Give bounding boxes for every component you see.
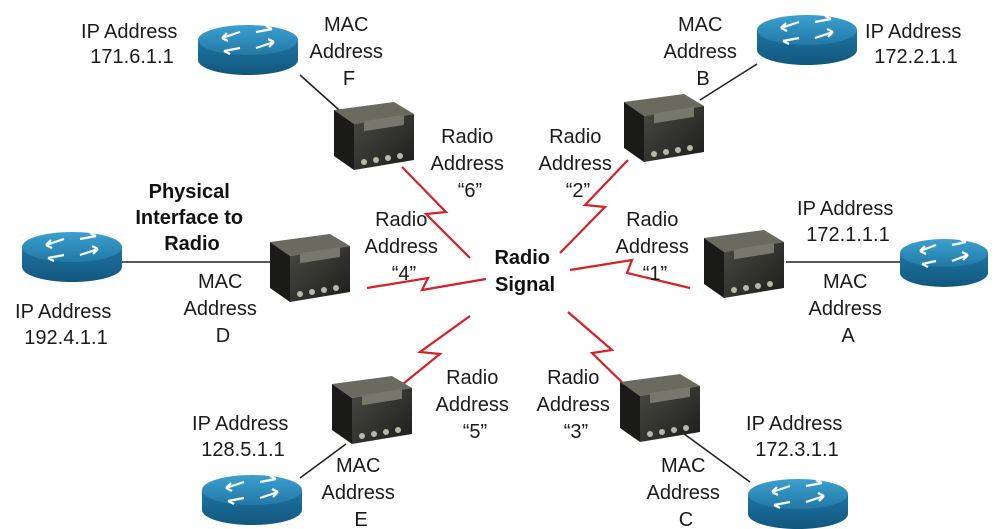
- mac-address-label-E: MAC Address E: [322, 455, 401, 529]
- router-icon: [198, 25, 298, 75]
- ip-address-label-B: IP Address 172.2.1.1: [865, 21, 967, 68]
- radio-unit-icon: [332, 376, 412, 444]
- mac-address-label-A: MAC Address A: [809, 271, 888, 347]
- ip-address-label-E: IP Address 128.5.1.1: [192, 413, 294, 461]
- radio-unit-icon: [334, 102, 414, 170]
- physical-interface-label: Physical Interface to Radio: [135, 181, 248, 255]
- router-icon: [757, 15, 857, 65]
- wires: [122, 63, 902, 483]
- radio-address-label-5: Radio Address “5”: [436, 367, 515, 443]
- mac-address-label-F: MAC Address F: [310, 14, 389, 90]
- ip-address-label-A: IP Address 172.1.1.1: [797, 198, 899, 246]
- radio-signals: [366, 159, 691, 394]
- signal-line-3: [567, 311, 634, 394]
- radio-unit-icon: [620, 374, 700, 442]
- radio-address-label-4: Radio Address “4”: [365, 209, 444, 285]
- ip-address-label-D: IP Address 192.4.1.1: [15, 301, 117, 349]
- radio-signal-label: Radio Signal: [494, 247, 555, 296]
- radio-address-label-3: Radio Address “3”: [537, 367, 616, 443]
- radio-unit-icon: [624, 94, 704, 162]
- mac-address-label-D: MAC Address D: [184, 271, 263, 347]
- signal-line-5: [392, 315, 471, 393]
- radio-unit-icon: [704, 230, 784, 298]
- router-icon: [202, 475, 302, 525]
- signal-line-6: [401, 166, 471, 259]
- router-icon: [900, 238, 988, 287]
- mac-address-label-C: MAC Address C: [647, 455, 726, 529]
- router-icon: [22, 232, 122, 282]
- radio-address-label-6: Radio Address “6”: [431, 126, 510, 202]
- wire-C: [675, 427, 751, 483]
- ip-address-label-C: IP Address 172.3.1.1: [746, 413, 848, 461]
- radios: [270, 94, 784, 444]
- ip-address-label-F: IP Address 171.6.1.1: [81, 21, 183, 68]
- wire-B: [699, 63, 758, 101]
- routers: [22, 15, 988, 529]
- radio-unit-icon: [270, 234, 350, 302]
- mac-address-label-B: MAC Address B: [664, 14, 743, 90]
- wire-E: [299, 443, 347, 479]
- signal-line-2: [559, 159, 629, 254]
- radio-address-label-2: Radio Address “2”: [539, 126, 618, 202]
- signal-line-4: [366, 276, 487, 292]
- signal-line-1: [569, 258, 691, 290]
- radio-address-label-1: Radio Address “1”: [616, 209, 695, 285]
- router-icon: [748, 479, 848, 529]
